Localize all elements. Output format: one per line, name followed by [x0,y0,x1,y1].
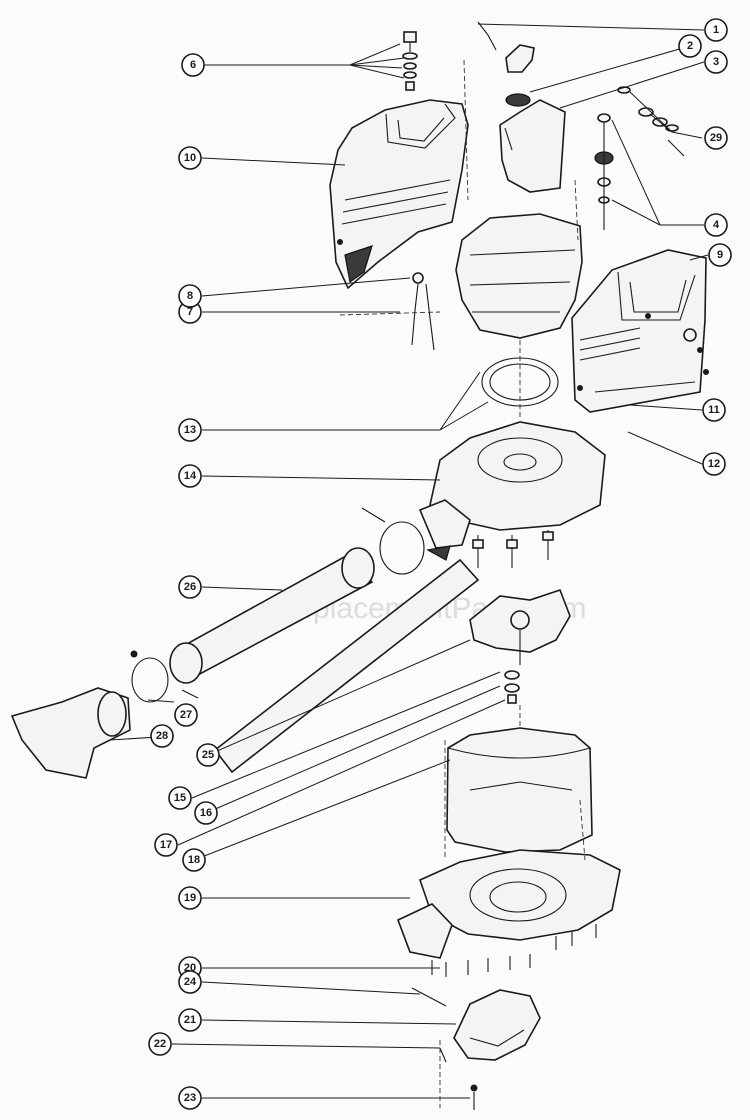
svg-text:6: 6 [190,59,196,71]
part-washers-16-18 [504,670,520,704]
part-bolts-29 [617,86,685,157]
part-lower-housing-19 [396,849,621,977]
part-wire-7-8 [411,272,435,351]
part-impeller-15 [469,588,571,665]
callout-27: 27 [174,703,198,727]
svg-text:7: 7 [187,306,193,318]
part-latch-21 [453,989,541,1061]
leader-lines [109,23,709,1099]
svg-text:1: 1 [713,24,719,36]
assembly-line [339,311,441,316]
callout-12: 12 [702,452,726,476]
part-cap-2 [505,93,531,107]
part-fuel-tank-3 [499,99,566,193]
svg-text:16: 16 [200,807,212,819]
svg-text:10: 10 [184,152,196,164]
svg-text:2: 2 [687,40,693,52]
svg-text:27: 27 [180,709,192,721]
part-screw-6-group [402,31,418,91]
part-bolts-center [472,530,554,568]
part-mount-4 [594,113,614,230]
callout-15: 15 [168,786,192,810]
part-knob-1 [477,21,535,73]
callout-10: 10 [178,146,202,170]
svg-text:18: 18 [188,854,200,866]
svg-text:26: 26 [184,581,196,593]
callout-14: 14 [178,464,202,488]
callout-11: 11 [702,398,726,422]
svg-text:11: 11 [708,404,720,416]
part-long-tube [213,558,480,774]
callout-25: 25 [196,743,220,767]
callout-1: 1 [704,18,728,42]
svg-text:3: 3 [713,56,719,68]
part-nozzle-28 [10,687,131,779]
callout-13: 13 [178,418,202,442]
callout-22: 22 [148,1032,172,1056]
svg-text:17: 17 [160,839,172,851]
svg-text:12: 12 [708,458,720,470]
part-bag-band [446,727,593,853]
assembly-line [579,799,586,861]
part-front-housing-9 [571,249,709,413]
callout-9: 9 [708,243,732,267]
svg-text:22: 22 [154,1038,166,1050]
assembly-line [574,179,579,241]
callout-6: 6 [181,53,205,77]
svg-text:21: 21 [184,1014,196,1026]
part-clamp-hw [361,507,451,575]
callout-23: 23 [178,1086,202,1110]
part-screw-22-23 [439,1047,478,1110]
callout-18: 18 [182,848,206,872]
part-fan-housing-14 [418,421,606,549]
callout-2: 2 [678,34,702,58]
callout-4: 4 [704,213,728,237]
svg-text:25: 25 [202,749,214,761]
callout-24: 24 [178,970,202,994]
svg-text:19: 19 [184,892,196,904]
svg-text:29: 29 [710,132,722,144]
svg-text:8: 8 [187,290,193,302]
svg-text:23: 23 [184,1092,196,1104]
callout-8: 8 [178,284,202,308]
callout-19: 19 [178,886,202,910]
svg-text:15: 15 [174,792,186,804]
callout-26: 26 [178,575,202,599]
part-tube-26 [169,547,375,684]
callout-21: 21 [178,1008,202,1032]
assembly-line [463,59,469,201]
callout-16: 16 [194,801,218,825]
svg-text:13: 13 [184,424,196,436]
part-clamp-27 [130,650,199,703]
svg-text:24: 24 [184,976,197,988]
part-pin-24 [411,987,447,1007]
part-rear-housing-10 [329,99,469,290]
svg-text:28: 28 [156,730,168,742]
callout-29: 29 [704,126,728,150]
callout-17: 17 [154,833,178,857]
svg-text:4: 4 [713,219,720,231]
svg-text:14: 14 [184,470,197,482]
part-engine [455,213,583,339]
callout-28: 28 [150,724,174,748]
callout-3: 3 [704,50,728,74]
svg-text:9: 9 [717,249,723,261]
